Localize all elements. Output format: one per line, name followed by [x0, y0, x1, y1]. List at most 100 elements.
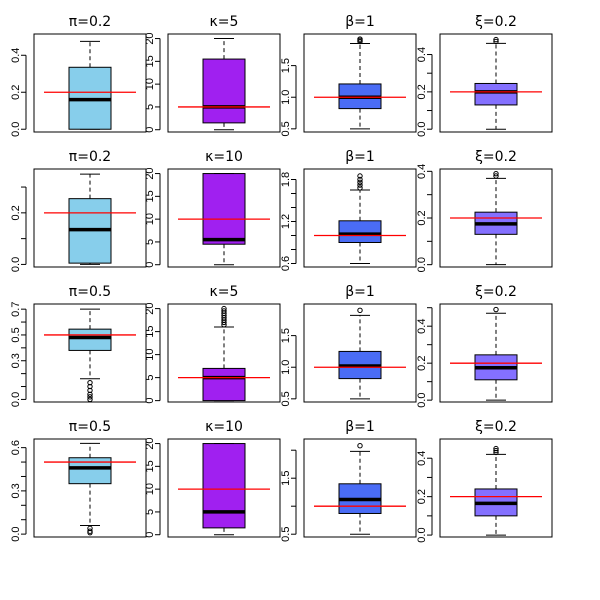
panel-7: β=10.61.21.8	[280, 149, 417, 271]
plot-frame	[33, 168, 147, 268]
y-tick-label: 0.5	[10, 327, 22, 342]
y-tick-label: 0.6	[280, 256, 292, 271]
outlier-point	[87, 387, 93, 394]
panel-title: ξ=0.2	[475, 419, 517, 435]
plot-frame	[303, 33, 417, 133]
panel-8: ξ=0.20.00.20.4	[416, 149, 553, 272]
outlier-point	[87, 529, 93, 536]
outlier-point	[221, 305, 227, 312]
y-tick-label: 20	[144, 167, 156, 179]
plot-frame	[439, 33, 553, 133]
outlier-point	[493, 306, 499, 313]
outlier-point	[493, 170, 499, 177]
y-tick-label: 0.2	[10, 205, 22, 220]
y-tick-label: 5	[144, 239, 156, 245]
iqr-box	[202, 443, 246, 529]
y-tick-label: 0.2	[416, 84, 428, 99]
y-tick-label: 0.4	[416, 47, 428, 62]
outlier-point	[87, 391, 93, 397]
outlier-point	[493, 38, 499, 45]
y-tick-label: 0.2	[416, 210, 428, 225]
y-tick-label: 0.4	[416, 164, 428, 179]
panel-title: κ=5	[210, 14, 239, 30]
iqr-box	[202, 58, 246, 124]
y-tick-label: 5	[144, 104, 156, 110]
iqr-box	[202, 173, 246, 245]
y-tick-label: 20	[144, 32, 156, 44]
y-tick-label: 0.5	[280, 391, 292, 406]
iqr-box	[68, 328, 112, 351]
outlier-point	[357, 182, 363, 188]
panel-title: κ=5	[210, 284, 239, 300]
outlier-point	[357, 443, 363, 449]
y-tick-label: 0.2	[416, 489, 428, 504]
y-tick-label: 10	[144, 213, 156, 225]
y-tick-label: 10	[144, 483, 156, 495]
outlier-point	[221, 308, 227, 314]
y-tick-label: 0.0	[10, 122, 22, 137]
y-tick-label: 0	[144, 398, 156, 404]
y-tick-label: 0.0	[10, 257, 22, 272]
y-tick-label: 0.0	[416, 393, 428, 408]
outlier-point	[357, 179, 363, 186]
outlier-point	[493, 36, 499, 43]
plot-frame	[167, 33, 281, 133]
y-tick-label: 10	[144, 78, 156, 90]
y-tick-label: 0.0	[416, 257, 428, 272]
y-tick-label: 1.5	[280, 471, 292, 486]
y-tick-label: 5	[144, 375, 156, 381]
y-tick-label: 15	[144, 325, 156, 337]
iqr-box	[338, 220, 382, 244]
panel-title: π=0.2	[69, 14, 111, 30]
panel-3: β=10.51.01.5	[280, 14, 417, 136]
y-tick-label: 20	[144, 302, 156, 314]
plot-frame	[33, 438, 147, 538]
y-tick-label: 0.3	[10, 483, 22, 498]
panel-16: ξ=0.20.00.20.4	[416, 419, 553, 543]
y-tick-label: 0.0	[10, 526, 22, 541]
y-tick-label: 1.2	[280, 214, 292, 229]
plot-frame	[167, 168, 281, 268]
y-tick-label: 0.4	[10, 48, 22, 63]
panel-title: π=0.5	[69, 284, 111, 300]
y-tick-label: 0	[144, 532, 156, 538]
outlier-point	[357, 307, 363, 314]
outlier-point	[493, 447, 499, 454]
plot-frame	[303, 438, 417, 538]
panel-5: π=0.2 0.0 0.2	[10, 149, 147, 272]
plot-frame	[439, 303, 553, 403]
y-tick-label: 0.0	[416, 527, 428, 542]
outlier-point	[493, 449, 499, 456]
panel-title: ξ=0.2	[475, 284, 517, 300]
panel-title: π=0.2	[69, 149, 111, 165]
y-tick-label: 0.2	[416, 356, 428, 371]
panel-title: β=1	[345, 419, 375, 435]
panel-title: β=1	[345, 284, 375, 300]
y-tick-label: 1.8	[280, 172, 292, 187]
y-tick-label: 0.4	[416, 319, 428, 334]
y-tick-label: 1.5	[280, 58, 292, 73]
iqr-box	[202, 367, 246, 402]
y-tick-label: 0.0	[416, 122, 428, 137]
iqr-box	[474, 82, 518, 106]
plot-frame	[439, 438, 553, 538]
y-tick-label: 15	[144, 460, 156, 472]
outlier-point	[357, 36, 363, 42]
y-tick-label: 0.3	[10, 353, 22, 368]
y-tick-label: 1.0	[280, 90, 292, 105]
y-tick-label: 15	[144, 190, 156, 202]
y-tick-label: 1.5	[280, 328, 292, 343]
plot-frame	[303, 168, 417, 268]
panel-12: ξ=0.2 0.0 0.2 0.4	[416, 284, 553, 408]
panel-11: β=1 0.5 1.0 1.5	[280, 284, 417, 406]
panel-13: π=0.50.00.30.6	[10, 419, 147, 542]
panel-title: β=1	[345, 14, 375, 30]
y-tick-label: 1.0	[280, 360, 292, 375]
y-tick-label: 0	[144, 262, 156, 268]
panel-15: β=10.51.5	[280, 419, 417, 542]
